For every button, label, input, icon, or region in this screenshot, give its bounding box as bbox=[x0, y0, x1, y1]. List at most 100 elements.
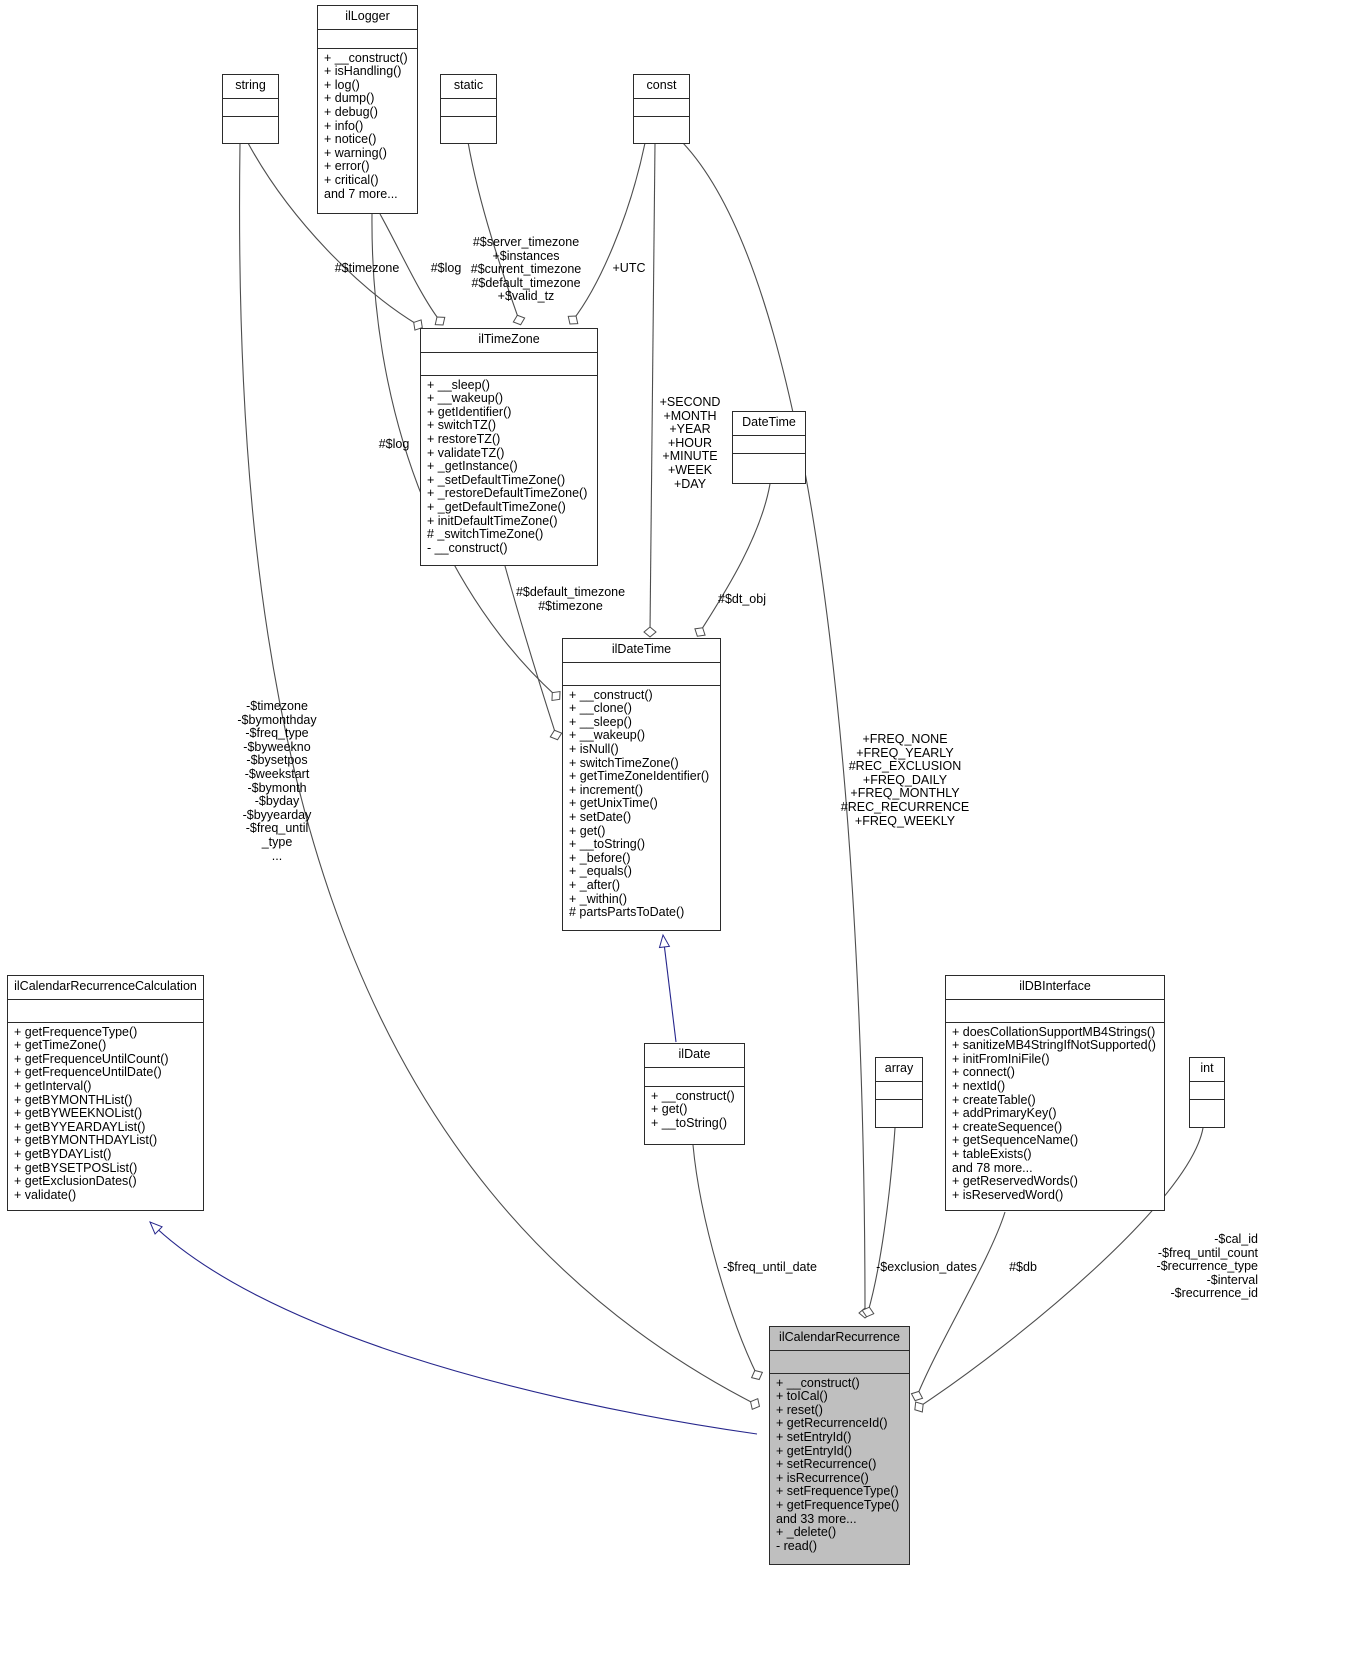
edge-label-const-timezone-constants: #$server_timezone +$instances #$current_… bbox=[470, 235, 582, 304]
class-node-int[interactable]: int bbox=[1189, 1057, 1225, 1128]
operation-row: and 7 more... bbox=[324, 186, 398, 201]
operation-row: + isRecurrence() bbox=[776, 1470, 869, 1485]
operation-row: + notice() bbox=[324, 132, 377, 147]
operation-row: + getBYMONTHList() bbox=[14, 1092, 133, 1107]
edge-label-log-logger: #$log bbox=[430, 261, 462, 275]
operation-row: + _setDefaultTimeZone() bbox=[427, 472, 566, 487]
class-attributes bbox=[441, 99, 496, 117]
operation-row: + getExclusionDates() bbox=[14, 1174, 137, 1189]
operation-row: + sanitizeMB4StringIfNotSupported() bbox=[952, 1038, 1156, 1053]
class-title: ilCalendarRecurrence bbox=[770, 1327, 909, 1351]
operation-row: + _equals() bbox=[569, 864, 632, 879]
operation-row: + initDefaultTimeZone() bbox=[427, 513, 558, 528]
class-attributes bbox=[733, 436, 805, 454]
operation-row: + getInterval() bbox=[14, 1078, 92, 1093]
class-title: DateTime bbox=[733, 412, 805, 436]
operation-row: + __sleep() bbox=[427, 377, 490, 392]
operation-row: + switchTZ() bbox=[427, 418, 497, 433]
class-title: ilDBInterface bbox=[946, 976, 1164, 1000]
operation-row: + getBYSETPOSList() bbox=[14, 1160, 138, 1175]
class-attributes bbox=[563, 663, 720, 686]
operation-row: + _within() bbox=[569, 891, 628, 906]
edge-label-db: #$db bbox=[1009, 1260, 1037, 1274]
edge-label-string-recurrence-attrs: -$timezone -$bymonthday -$freq_type -$by… bbox=[237, 699, 317, 863]
class-operations: + __construct() + toICal() + reset() + g… bbox=[770, 1374, 909, 1558]
class-attributes bbox=[318, 30, 417, 49]
class-title: array bbox=[876, 1058, 922, 1082]
operation-row: + get() bbox=[651, 1102, 688, 1117]
class-node-ilcalendarrecurrencecalculation[interactable]: ilCalendarRecurrenceCalculation + getFre… bbox=[7, 975, 204, 1211]
operation-row: + increment() bbox=[569, 782, 643, 797]
operation-row: - read() bbox=[776, 1538, 817, 1553]
class-title: int bbox=[1190, 1058, 1224, 1082]
class-title: ilLogger bbox=[318, 6, 417, 30]
operation-row: + getBYYEARDAYList() bbox=[14, 1119, 146, 1134]
operation-row: + setEntryId() bbox=[776, 1429, 852, 1444]
class-attributes bbox=[645, 1068, 744, 1087]
class-operations: + getFrequenceType() + getTimeZone() + g… bbox=[8, 1023, 203, 1207]
operation-row: + setRecurrence() bbox=[776, 1457, 877, 1472]
edge-label-log-datetime: #$log bbox=[378, 437, 410, 451]
class-operations: + __construct() + __clone() + __sleep() … bbox=[563, 686, 720, 924]
class-operations bbox=[733, 454, 805, 471]
class-attributes bbox=[946, 1000, 1164, 1023]
edge-label-const-recurrence-constants: +FREQ_NONE +FREQ_YEARLY #REC_EXCLUSION +… bbox=[840, 732, 970, 828]
class-node-ildate[interactable]: ilDate + __construct() + get() + __toStr… bbox=[644, 1043, 745, 1145]
class-node-ildatetime[interactable]: ilDateTime + __construct() + __clone() +… bbox=[562, 638, 721, 931]
class-operations: + __sleep() + __wakeup() + getIdentifier… bbox=[421, 376, 597, 560]
operation-row: + addPrimaryKey() bbox=[952, 1106, 1057, 1121]
operation-row: + validate() bbox=[14, 1187, 77, 1202]
operation-row: + _getInstance() bbox=[427, 459, 518, 474]
operation-row: + setDate() bbox=[569, 809, 632, 824]
operation-row: + restoreTZ() bbox=[427, 431, 501, 446]
class-node-static[interactable]: static bbox=[440, 74, 497, 144]
operation-row: + __construct() bbox=[776, 1375, 860, 1390]
edge-label-dt-obj: #$dt_obj bbox=[718, 592, 766, 606]
operation-row: + createTable() bbox=[952, 1092, 1036, 1107]
class-node-ildbinterface[interactable]: ilDBInterface + doesCollationSupportMB4S… bbox=[945, 975, 1165, 1211]
class-operations bbox=[634, 117, 689, 134]
class-title: ilCalendarRecurrenceCalculation bbox=[8, 976, 203, 1000]
operation-row: + get() bbox=[569, 823, 606, 838]
class-operations bbox=[223, 117, 278, 134]
class-node-ilcalendarrecurrence[interactable]: ilCalendarRecurrence + __construct() + t… bbox=[769, 1326, 910, 1565]
operation-row: + toICal() bbox=[776, 1389, 828, 1404]
operation-row: + error() bbox=[324, 159, 370, 174]
operation-row: + _delete() bbox=[776, 1525, 837, 1540]
operation-row: + getFrequenceUntilCount() bbox=[14, 1051, 169, 1066]
edge-label-int-recurrence-attrs: -$cal_id -$freq_until_count -$recurrence… bbox=[1156, 1232, 1258, 1301]
operation-row: + setFrequenceType() bbox=[776, 1484, 899, 1499]
class-node-array[interactable]: array bbox=[875, 1057, 923, 1128]
operation-row: + getTimeZoneIdentifier() bbox=[569, 769, 710, 784]
operation-row: + getFrequenceType() bbox=[14, 1024, 138, 1039]
operation-row: + dump() bbox=[324, 91, 375, 106]
class-attributes bbox=[1190, 1082, 1224, 1100]
class-node-illogger[interactable]: ilLogger + __construct() + isHandling() … bbox=[317, 5, 418, 214]
class-title: ilDateTime bbox=[563, 639, 720, 663]
operation-row: + isReservedWord() bbox=[952, 1187, 1064, 1202]
operation-row: + __construct() bbox=[651, 1088, 735, 1103]
class-node-string[interactable]: string bbox=[222, 74, 279, 144]
class-node-iltimezone[interactable]: ilTimeZone + __sleep() + __wakeup() + ge… bbox=[420, 328, 598, 566]
operation-row: + debug() bbox=[324, 104, 378, 119]
class-attributes bbox=[634, 99, 689, 117]
class-operations: + __construct() + get() + __toString() bbox=[645, 1087, 744, 1135]
operation-row: - __construct() bbox=[427, 540, 508, 555]
class-node-const[interactable]: const bbox=[633, 74, 690, 144]
class-operations bbox=[1190, 1100, 1224, 1117]
operation-row: + getReservedWords() bbox=[952, 1174, 1078, 1189]
operation-row: + _getDefaultTimeZone() bbox=[427, 499, 566, 514]
operation-row: + validateTZ() bbox=[427, 445, 505, 460]
edge-label-timezone-datetime: #$default_timezone #$timezone bbox=[515, 585, 626, 613]
operation-row: + getIdentifier() bbox=[427, 404, 512, 419]
operation-row: + getSequenceName() bbox=[952, 1133, 1079, 1148]
operation-row: # _switchTimeZone() bbox=[427, 527, 544, 542]
operation-row: + __clone() bbox=[569, 701, 632, 716]
class-node-datetime[interactable]: DateTime bbox=[732, 411, 806, 484]
edge-label-utc: +UTC bbox=[612, 261, 646, 275]
operation-row: + critical() bbox=[324, 172, 379, 187]
edge-label-freq-until-date: -$freq_until_date bbox=[723, 1260, 817, 1274]
class-title: const bbox=[634, 75, 689, 99]
operation-row: + isHandling() bbox=[324, 64, 402, 79]
